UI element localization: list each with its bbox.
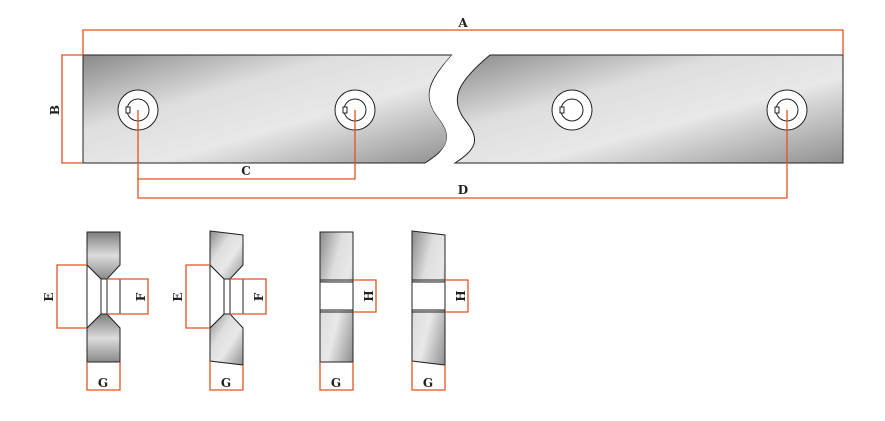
dimension-a: A [82, 16, 844, 55]
label-h: H [454, 290, 468, 301]
label-d: D [458, 183, 468, 197]
profile-countersunk-square: E F G [42, 231, 149, 391]
profile-straight-tapered: H G [411, 230, 469, 391]
label-h: H [362, 290, 376, 301]
dimension-d: D [137, 110, 788, 199]
label-f: F [252, 292, 266, 301]
label-e: E [171, 292, 185, 301]
break-mark [420, 48, 470, 170]
blade-right-section [453, 54, 844, 164]
label-g: G [423, 376, 433, 390]
label-c: C [241, 164, 251, 178]
profile-countersunk-tapered: E F G [171, 230, 267, 391]
label-e: E [42, 292, 56, 301]
label-g: G [331, 376, 341, 390]
profile-straight-square: H G [319, 231, 377, 391]
dimension-c: C [137, 110, 356, 180]
label-a: A [457, 16, 468, 30]
label-g: G [98, 376, 108, 390]
label-g: G [221, 376, 231, 390]
dimension-b: B [48, 54, 83, 164]
label-b: B [48, 105, 62, 115]
blade-top-view: A B C D [48, 16, 844, 199]
mounting-hole [551, 89, 593, 131]
label-f: F [134, 292, 148, 301]
